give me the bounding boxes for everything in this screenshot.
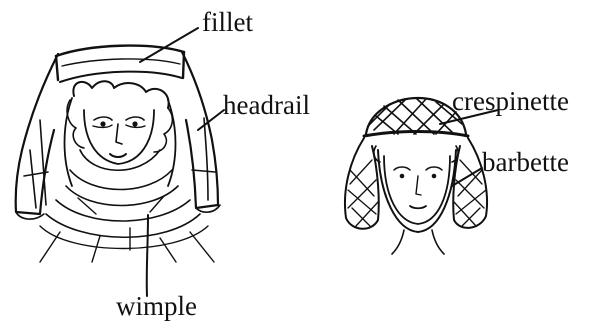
label-barbette: barbette [482, 149, 569, 176]
left-figure-headrail-wimple [16, 28, 224, 296]
wimple-drawing [40, 98, 214, 262]
headrail-drawing [16, 52, 220, 219]
leader-headrail [198, 110, 224, 130]
left-face-drawing [67, 81, 172, 164]
leader-barbette [452, 168, 482, 186]
barbette-drawing [378, 150, 456, 254]
leader-wimple [147, 215, 148, 296]
label-fillet: fillet [202, 9, 253, 36]
right-face-drawing [374, 146, 458, 224]
fillet-drawing [56, 46, 184, 82]
label-crespinette: crespinette [452, 88, 569, 115]
left-leader-lines [140, 28, 224, 296]
label-headrail: headrail [223, 92, 310, 119]
right-figure-crespinette-barbette [345, 98, 498, 254]
label-wimple: wimple [116, 293, 197, 320]
